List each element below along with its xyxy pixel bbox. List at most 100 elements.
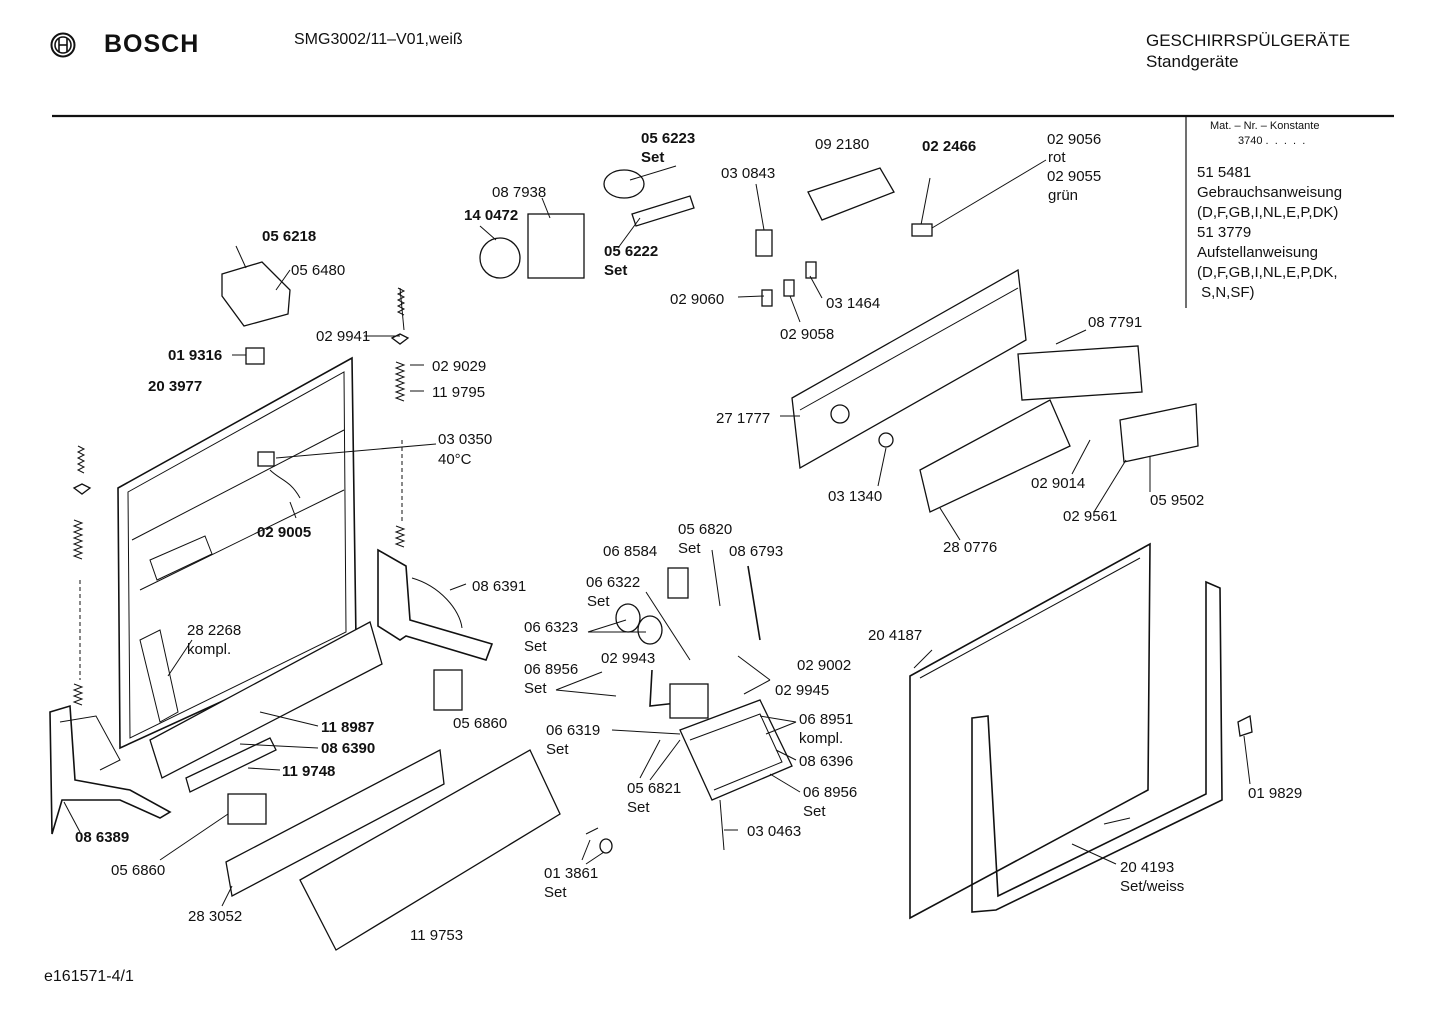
label-056223-set: Set — [641, 149, 665, 166]
label-068956b-set: Set — [803, 803, 826, 820]
hinge-left — [49, 704, 172, 835]
label-056821: 05 6821 — [627, 780, 682, 797]
label-056860a: 05 6860 — [453, 715, 508, 732]
pin-029060 — [761, 289, 773, 307]
bosch-logo-icon — [50, 32, 76, 58]
label-030350-temp: 40°C — [438, 451, 472, 468]
label-086396: 08 6396 — [799, 753, 854, 770]
label-056860b: 05 6860 — [111, 862, 166, 879]
slider-056222 — [631, 195, 695, 227]
label-271777: 27 1777 — [716, 410, 771, 427]
block-056860a — [433, 669, 463, 711]
label-056223: 05 6223 — [641, 130, 696, 147]
spring-right — [390, 287, 410, 548]
panel-283052 — [225, 748, 445, 897]
label-068956a: 06 8956 — [524, 661, 579, 678]
panel-119753 — [299, 749, 561, 951]
label-013861-set: Set — [544, 884, 567, 901]
label-029014: 02 9014 — [1031, 475, 1086, 492]
category-title: GESCHIRRSPÜLGERÄTE — [1146, 31, 1351, 50]
label-056821-set: Set — [627, 799, 650, 816]
cap-029943 — [669, 683, 709, 719]
drawing-id: e161571-4/1 — [44, 968, 134, 985]
label-022466: 02 2466 — [922, 138, 977, 155]
label-283052: 28 3052 — [188, 908, 243, 925]
label-029055: 02 9055 — [1047, 168, 1102, 185]
label-068956a-set: Set — [524, 680, 547, 697]
label-066319-set: Set — [546, 741, 569, 758]
label-119753: 11 9753 — [410, 927, 464, 944]
label-029561: 02 9561 — [1063, 508, 1118, 525]
label-029056: 02 9056 — [1047, 131, 1102, 148]
label-030350: 03 0350 — [438, 431, 493, 448]
terminal-092180 — [807, 167, 895, 221]
mat-nr-value: 3740 . . . . . — [1238, 135, 1306, 147]
label-066322-set: Set — [587, 593, 610, 610]
cover-280776 — [919, 399, 1071, 513]
subcategory-title: Standgeräte — [1146, 52, 1239, 71]
label-119748: 11 9748 — [282, 763, 336, 780]
label-066319: 06 6319 — [546, 722, 601, 739]
panel-087791 — [1017, 345, 1143, 401]
doc-line-3: 51 3779 — [1197, 224, 1252, 241]
keyboard-059502 — [1119, 403, 1199, 463]
outer-door-204187 — [909, 542, 1151, 920]
label-282268: 28 2268 — [187, 622, 242, 639]
label-056222: 05 6222 — [604, 243, 659, 260]
doc-line-4: Aufstellanweisung — [1197, 244, 1318, 261]
knob-056223 — [603, 169, 645, 199]
dispenser-068951 — [679, 699, 793, 801]
label-119795: 11 9795 — [432, 384, 486, 401]
model-number: SMG3002/11–V01,weiß — [294, 31, 463, 48]
ring-066322 — [615, 603, 641, 633]
label-029058: 02 9058 — [780, 326, 835, 343]
label-030463: 03 0463 — [747, 823, 802, 840]
label-029060: 02 9060 — [670, 291, 725, 308]
label-068951-kompl: kompl. — [799, 730, 844, 747]
spring-left — [72, 445, 92, 706]
knob-031340 — [878, 432, 894, 448]
label-087791: 08 7791 — [1088, 314, 1143, 331]
part-068584 — [667, 567, 689, 599]
label-066322: 06 6322 — [586, 574, 641, 591]
label-029005: 02 9005 — [257, 524, 312, 541]
label-013861: 01 3861 — [544, 865, 599, 882]
label-204193: 20 4193 — [1120, 859, 1175, 876]
label-029055-color: grün — [1048, 187, 1079, 204]
label-092180: 09 2180 — [815, 136, 870, 153]
switch-056218 — [221, 261, 291, 327]
label-029029: 02 9029 — [432, 358, 487, 375]
label-086391: 08 6391 — [472, 578, 527, 595]
doc-line-0: 51 5481 — [1197, 164, 1252, 181]
label-031464: 03 1464 — [826, 295, 881, 312]
label-086389: 08 6389 — [75, 829, 130, 846]
pin-031464 — [805, 261, 817, 279]
label-087938: 08 7938 — [492, 184, 547, 201]
label-056480: 05 6480 — [291, 262, 346, 279]
label-066323-set: Set — [524, 638, 547, 655]
label-030843: 03 0843 — [721, 165, 776, 182]
label-056222-set: Set — [604, 262, 628, 279]
clip-019316 — [245, 347, 265, 365]
hinge-right — [377, 548, 494, 661]
motor-140472 — [479, 237, 521, 279]
label-203977: 20 3977 — [148, 378, 203, 395]
label-066323: 06 6323 — [524, 619, 579, 636]
label-068956b: 06 8956 — [803, 784, 858, 801]
label-019316: 01 9316 — [168, 347, 223, 364]
pin-029058 — [783, 279, 795, 297]
label-056218: 05 6218 — [262, 228, 317, 245]
label-059502: 05 9502 — [1150, 492, 1205, 509]
label-029941: 02 9941 — [316, 328, 371, 345]
doc-line-5: (D,F,GB,I,NL,E,P,DK, — [1197, 264, 1338, 281]
ring-066323 — [637, 615, 663, 645]
label-280776: 28 0776 — [943, 539, 998, 556]
panel-118987 — [149, 621, 383, 779]
label-056820: 05 6820 — [678, 521, 733, 538]
frame-204193 — [971, 580, 1223, 913]
doc-line-1: Gebrauchsanweisung — [1197, 184, 1343, 201]
label-086390: 08 6390 — [321, 740, 376, 757]
label-068951: 06 8951 — [799, 711, 854, 728]
label-031340: 03 1340 — [828, 488, 883, 505]
